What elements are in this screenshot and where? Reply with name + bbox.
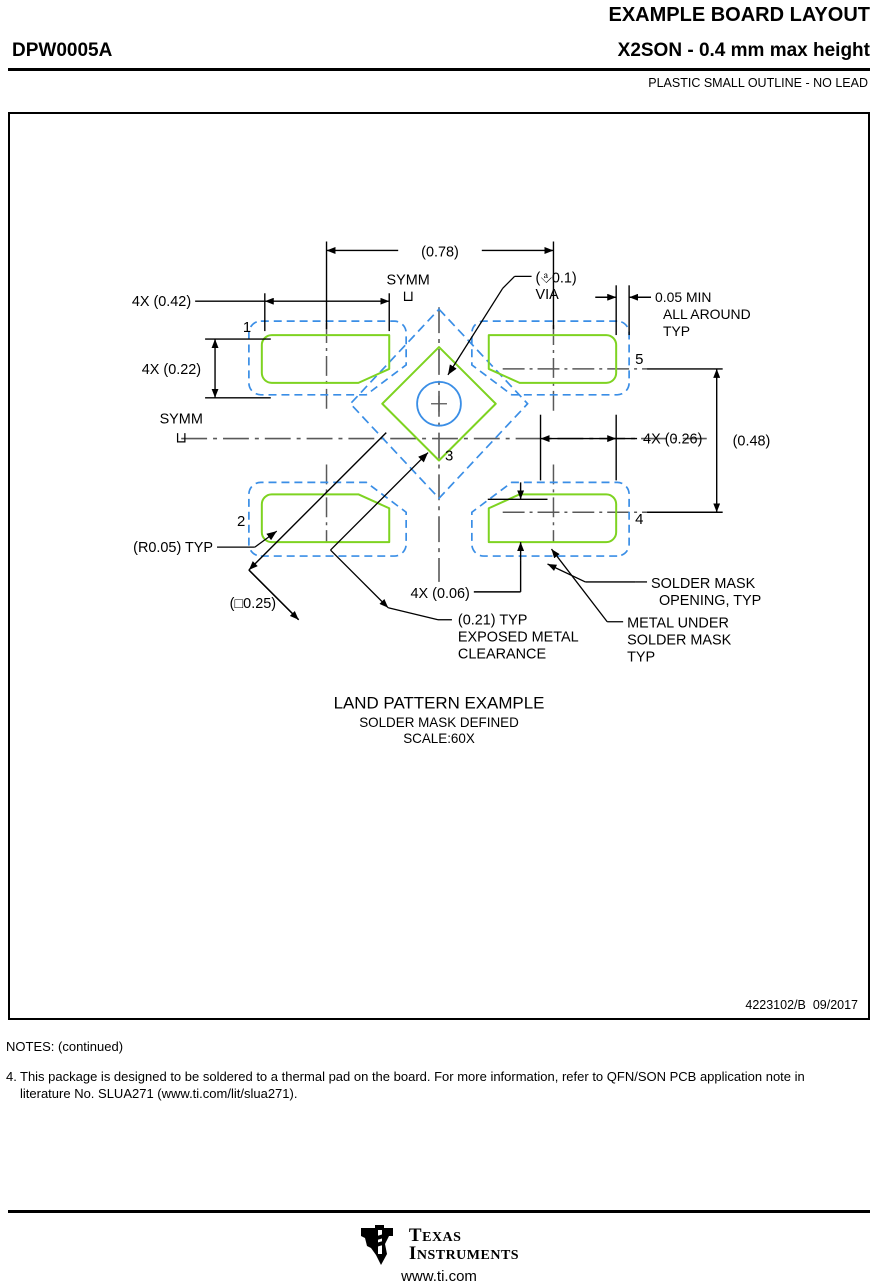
drawing-frame: (0.78) 4X (0.42) 4X (0.22) 4X (0.26) <box>8 112 870 1020</box>
package-subtitle: PLASTIC SMALL OUTLINE - NO LEAD <box>648 76 868 90</box>
pin-number-2: 2 <box>237 513 245 530</box>
caption-line-1: LAND PATTERN EXAMPLE <box>334 693 545 712</box>
label-metal-under-mask-l2: SOLDER MASK <box>627 633 732 649</box>
caption-line-3: SCALE:60X <box>403 731 475 746</box>
logo-line-1-rest: EXAS <box>422 1229 462 1245</box>
symm-glyph-horizontal: ⊔ <box>175 431 187 447</box>
dimension-pad-width <box>195 293 390 332</box>
dimension-label-pad-width: 4X (0.42) <box>132 294 191 310</box>
metal-thermal-pad <box>381 346 497 462</box>
note-text: This package is designed to be soldered … <box>20 1069 805 1101</box>
texas-state-icon <box>360 1225 393 1265</box>
dimension-label-mask-expansion: 4X (0.06) <box>411 586 470 602</box>
metal-pad-4 <box>487 493 618 544</box>
caption-line-2: SOLDER MASK DEFINED <box>359 715 519 730</box>
pin-number-1: 1 <box>243 319 251 336</box>
label-solder-mask-opening-l2: OPENING, TYP <box>659 593 761 609</box>
header-divider <box>8 68 870 71</box>
symm-label-vertical: SYMM <box>387 272 430 288</box>
solder-mask-opening-pad-2 <box>248 481 407 557</box>
dimension-overall-pitch <box>325 241 555 330</box>
dimension-min-clearance <box>595 285 652 336</box>
logo-line-1-cap: T <box>408 1224 423 1246</box>
part-number: DPW0005A <box>12 40 113 61</box>
logo-row: TEXAS INSTRUMENTS <box>359 1224 519 1266</box>
dimension-label-pad-offset-x: 4X (0.26) <box>643 432 702 448</box>
solder-mask-opening-pad-1 <box>248 320 407 396</box>
pin-number-4: 4 <box>635 511 643 528</box>
doc-date: 09/2017 <box>812 998 858 1012</box>
label-solder-mask-opening-l1: SOLDER MASK <box>651 576 756 592</box>
leader-via <box>447 275 532 376</box>
label-via-diameter: (⎀0.1) <box>536 270 577 286</box>
label-metal-under-mask-l1: METAL UNDER <box>627 616 729 632</box>
ti-url: www.ti.com <box>401 1268 477 1285</box>
dimension-label-min-clearance-l3: TYP <box>663 323 690 339</box>
dimension-pad-span-y <box>647 368 723 513</box>
logo-line-2-rest: NSTRUMENTS <box>416 1248 520 1263</box>
note-item: 4. This package is designed to be solder… <box>6 1068 856 1102</box>
pin-number-3: 3 <box>445 447 453 464</box>
logo-text: TEXAS INSTRUMENTS <box>408 1224 520 1264</box>
dimension-thermal-pad-square <box>248 432 387 621</box>
label-thermal-pad-square: (□0.25) <box>230 596 276 612</box>
centerline-group <box>181 307 707 582</box>
package-name: X2SON - 0.4 mm max height <box>617 40 870 61</box>
dimension-pad-offset-x <box>539 414 638 481</box>
logo-line-1: TEXAS <box>408 1224 519 1246</box>
ti-logo: TEXAS INSTRUMENTS www.ti.com <box>0 1224 878 1285</box>
dimension-mask-expansion <box>473 482 548 593</box>
page-title: EXAMPLE BOARD LAYOUT <box>608 4 870 26</box>
symm-glyph-vertical: ⊔ <box>402 289 414 305</box>
dimension-label-pad-span-y: (0.48) <box>733 434 771 450</box>
dimension-label-overall-pitch: (0.78) <box>421 244 459 260</box>
label-via: VIA <box>536 287 560 303</box>
symm-label-horizontal: SYMM <box>160 412 203 428</box>
logo-line-2: INSTRUMENTS <box>408 1243 520 1264</box>
dimension-pad-height <box>205 338 271 399</box>
leader-metal-under-mask <box>550 548 624 623</box>
solder-mask-opening-pad-5 <box>471 320 630 396</box>
metal-pad-1 <box>260 334 391 384</box>
solder-mask-opening-pad-4 <box>471 481 630 557</box>
label-exposed-metal-l1: (0.21) TYP <box>458 613 527 629</box>
dimension-label-pad-height: 4X (0.22) <box>142 362 201 378</box>
label-exposed-metal-l2: EXPOSED METAL <box>458 630 579 646</box>
note-number: 4. <box>6 1069 17 1084</box>
label-corner-radius: (R0.05) TYP <box>133 540 213 556</box>
leader-corner-radius <box>217 530 278 548</box>
label-metal-under-mask-l3: TYP <box>627 650 655 666</box>
label-exposed-metal-l3: CLEARANCE <box>458 647 546 663</box>
via-circle <box>416 380 462 427</box>
dimension-label-min-clearance: 0.05 MIN <box>655 289 711 305</box>
land-pattern-drawing: (0.78) 4X (0.42) 4X (0.22) 4X (0.26) <box>132 241 771 746</box>
doc-number: 4223102/B <box>745 998 806 1012</box>
metal-pad-5 <box>487 334 618 384</box>
notes-heading: NOTES: (continued) <box>6 1039 124 1054</box>
metal-pad-2 <box>260 493 391 544</box>
drawing-doc-info: 4223102/B 09/2017 <box>745 998 858 1012</box>
via-group <box>416 380 462 427</box>
leader-exposed-metal-clearance <box>330 452 452 621</box>
leader-solder-mask-opening <box>547 563 648 583</box>
metal-pad-group <box>260 334 618 544</box>
pin-number-5: 5 <box>635 351 643 368</box>
dimension-label-min-clearance-l2: ALL AROUND <box>663 306 751 322</box>
logo-line-2-cap: I <box>408 1243 417 1264</box>
footer-divider <box>8 1210 870 1213</box>
